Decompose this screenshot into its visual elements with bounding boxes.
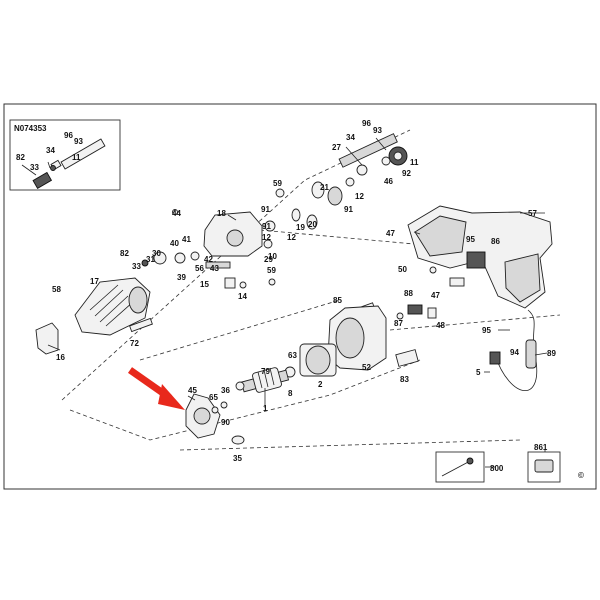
part-number-label: 90 xyxy=(221,418,230,427)
field-housing-52 xyxy=(327,305,419,371)
accessory-box-861 xyxy=(527,451,561,483)
copyright-mark: © xyxy=(578,471,584,480)
part-number-label: 86 xyxy=(491,237,500,246)
part-number-label: 33 xyxy=(132,262,141,271)
part-number-label: 58 xyxy=(52,285,61,294)
part-number-label: 12 xyxy=(287,233,296,242)
detail-inset-box: N074353 xyxy=(9,119,121,191)
part-number-label: 2 xyxy=(318,380,323,389)
part-number-label: 31 xyxy=(146,255,155,264)
part-number-label: 33 xyxy=(30,163,39,172)
part-number-label: 91 xyxy=(262,222,271,231)
main-housing-57 xyxy=(407,205,553,309)
gear-housing-18 xyxy=(203,211,276,257)
part-number-label: 41 xyxy=(182,235,191,244)
gear-train-parts xyxy=(275,133,408,230)
fan-baffle-45 xyxy=(185,393,245,445)
part-number-label: 27 xyxy=(332,143,341,152)
diagram-border xyxy=(3,103,597,490)
part-number-label: 35 xyxy=(233,454,242,463)
part-number-label: 861 xyxy=(534,443,548,452)
part-number-label: 12 xyxy=(262,233,271,242)
part-number-label: 11 xyxy=(72,153,81,162)
part-number-label: 34 xyxy=(46,146,55,155)
part-number-label: 57 xyxy=(528,209,537,218)
part-number-label: 20 xyxy=(308,220,317,229)
part-number-label: 85 xyxy=(333,296,342,305)
part-number-label: 47 xyxy=(431,291,440,300)
red-pointer-arrow xyxy=(127,367,185,410)
part-number-label: 1 xyxy=(263,404,268,413)
blade-clamp-16 xyxy=(35,317,153,355)
part-number-label: 82 xyxy=(16,153,25,162)
armature-1 xyxy=(235,367,290,393)
power-cord-89 xyxy=(489,309,538,392)
part-number-label: 14 xyxy=(238,292,247,301)
part-number-label: 92 xyxy=(402,169,411,178)
front-nose-cover-17 xyxy=(74,277,151,336)
leader-lines xyxy=(47,137,548,468)
part-number-label: 8 xyxy=(288,389,293,398)
part-number-label: 63 xyxy=(288,351,297,360)
part-number-label: 56 xyxy=(195,264,204,273)
detail-box-title: N074353 xyxy=(14,124,47,133)
part-number-label: 50 xyxy=(398,265,407,274)
stator-2 xyxy=(284,343,337,378)
part-number-label: 42 xyxy=(204,255,213,264)
part-number-label: 59 xyxy=(267,266,276,275)
part-number-label: 30 xyxy=(152,249,161,258)
part-number-label: 18 xyxy=(217,209,226,218)
part-number-label: 95 xyxy=(466,235,475,244)
part-number-label: 88 xyxy=(404,289,413,298)
part-number-label: 91 xyxy=(261,205,270,214)
part-number-label: 91 xyxy=(344,205,353,214)
part-number-label: 39 xyxy=(177,273,186,282)
part-number-label: 93 xyxy=(373,126,382,135)
part-number-label: 82 xyxy=(120,249,129,258)
part-number-label: 5 xyxy=(476,368,481,377)
front-parts xyxy=(141,209,276,289)
arrow-head xyxy=(158,384,185,410)
part-number-label: 72 xyxy=(130,339,139,348)
part-number-label: 95 xyxy=(482,326,491,335)
part-number-label: 48 xyxy=(436,321,445,330)
part-number-label: 800 xyxy=(490,464,504,473)
part-number-label: 59 xyxy=(273,179,282,188)
part-number-label: 44 xyxy=(172,209,181,218)
part-number-label: 16 xyxy=(56,353,65,362)
part-number-label: 43 xyxy=(210,264,219,273)
part-number-label: 87 xyxy=(394,319,403,328)
part-number-label: 21 xyxy=(320,183,329,192)
part-number-label: 17 xyxy=(90,277,99,286)
part-number-label: 19 xyxy=(296,223,305,232)
part-number-label: 29 xyxy=(264,255,273,264)
part-number-label: 47 xyxy=(386,229,395,238)
part-number-label: 10 xyxy=(268,252,277,261)
part-number-label: 11 xyxy=(410,158,419,167)
part-number-label: 96 xyxy=(64,131,73,140)
part-number-label: 46 xyxy=(384,177,393,186)
part-number-label: 89 xyxy=(547,349,556,358)
part-number-label: 40 xyxy=(170,239,179,248)
accessory-box-800 xyxy=(435,451,485,483)
part-number-label: 79 xyxy=(261,367,270,376)
part-number-label: 12 xyxy=(355,192,364,201)
part-number-label: 65 xyxy=(209,393,218,402)
part-number-label: 36 xyxy=(221,386,230,395)
part-number-label: 15 xyxy=(200,280,209,289)
part-number-label: 83 xyxy=(400,375,409,384)
part-number-label: 45 xyxy=(188,386,197,395)
part-number-label: 94 xyxy=(510,348,519,357)
part-number-label: 34 xyxy=(346,133,355,142)
part-number-label: 52 xyxy=(362,363,371,372)
part-number-label: 93 xyxy=(74,137,83,146)
part-number-label: 96 xyxy=(362,119,371,128)
